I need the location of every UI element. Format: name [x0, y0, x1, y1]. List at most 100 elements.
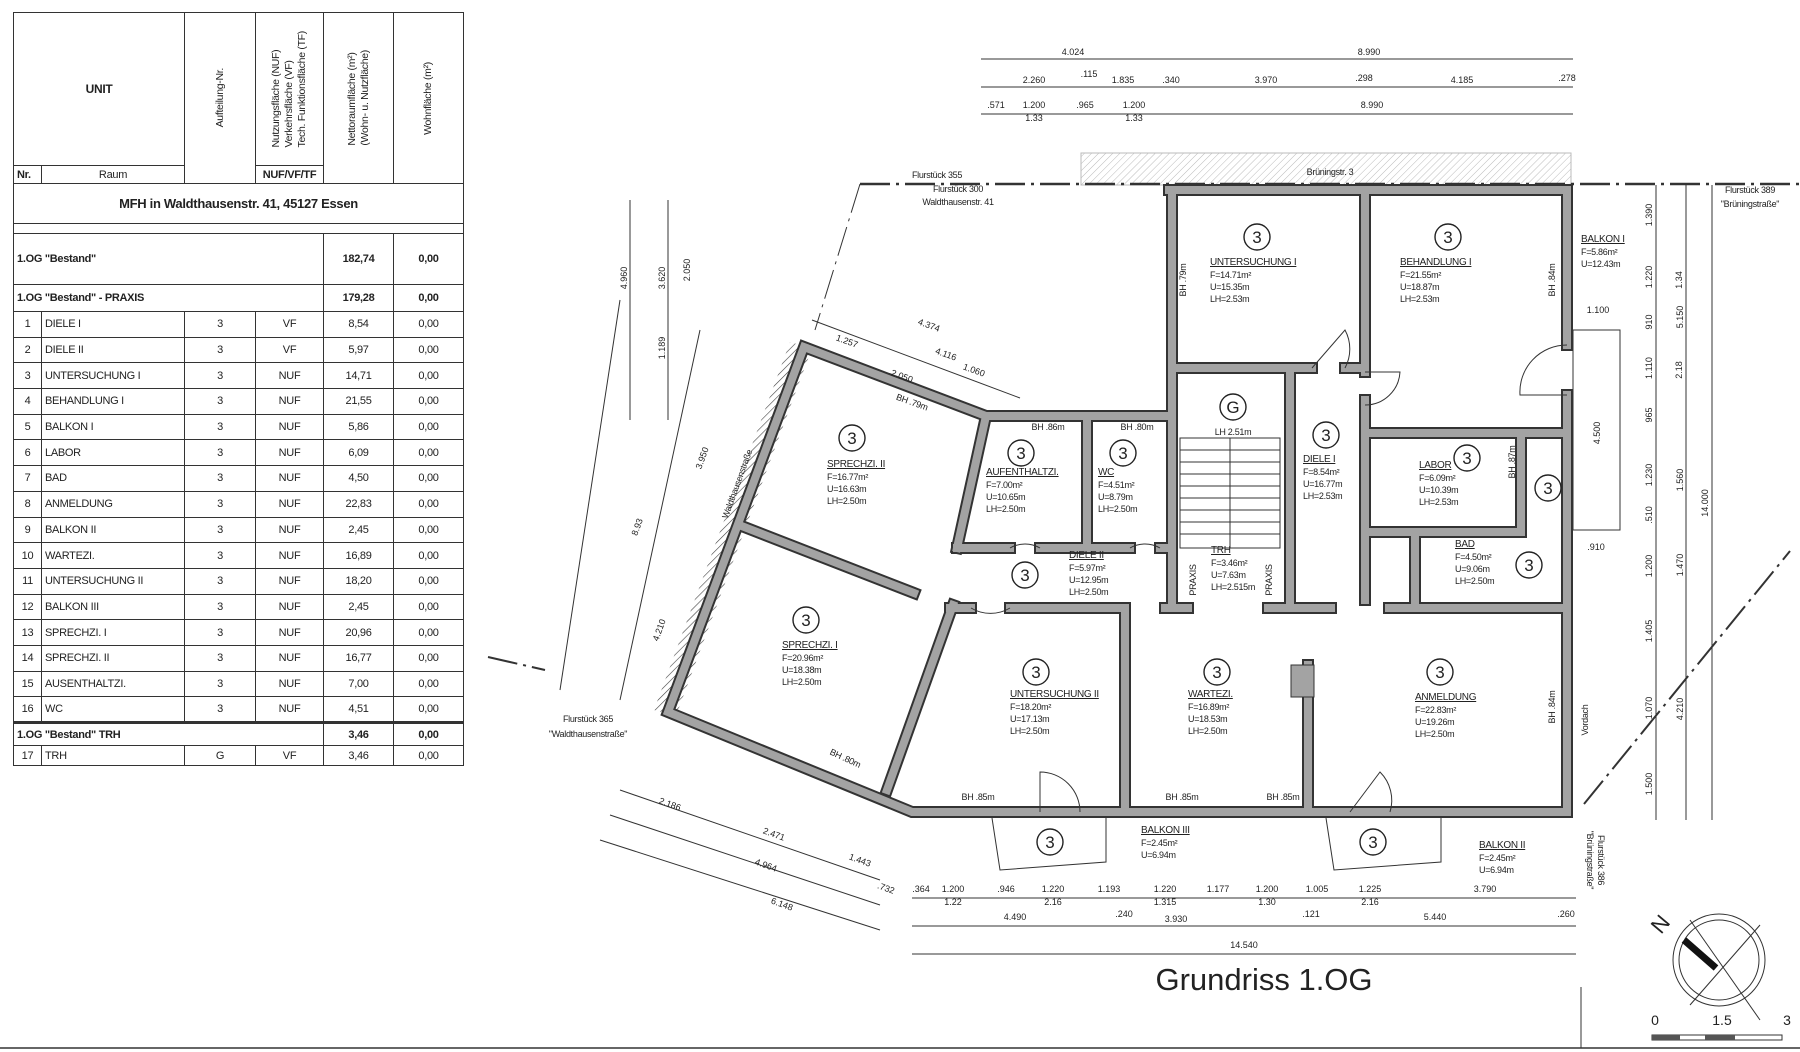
cell-netto: 3,46	[323, 745, 395, 766]
dimension-label: 1.005	[1306, 884, 1329, 894]
room-unit-number: 3	[1435, 663, 1444, 682]
dimension-label: 1.22	[944, 897, 962, 907]
door-untersuchung-2-corridor	[970, 607, 1011, 614]
room-unit-number: 3	[801, 611, 810, 630]
room-clear-height: LH=2.53m	[1210, 294, 1249, 304]
room-perimeter: U=6.94m	[1141, 850, 1176, 860]
room-name: BALKON II	[1479, 840, 1525, 851]
dimension-label: 2.260	[1023, 75, 1046, 85]
chimney	[1290, 664, 1315, 698]
cell-nr: 6	[13, 439, 42, 467]
dimension-label: 4.116	[934, 346, 958, 363]
summary-total-netto: 182,74	[323, 233, 395, 285]
room-unit-number: 3	[1118, 444, 1127, 463]
wall-annotation: BH .84m	[1547, 691, 1557, 724]
dimension-label: 3.620	[657, 267, 667, 290]
cell-typ: NUF	[255, 542, 325, 569]
cell-typ: VF	[255, 311, 325, 338]
room-unit-number: 3	[1321, 426, 1330, 445]
room-unit-number: 3	[1524, 556, 1533, 575]
dimension-label: 4.210	[1675, 698, 1685, 721]
dimension-label: 910	[1644, 314, 1654, 329]
door-balkon-1	[1519, 344, 1568, 396]
cell-netto: 21,55	[323, 388, 395, 415]
unit-circle-icon	[1534, 474, 1562, 502]
room-area: F=4.50m²	[1455, 552, 1492, 562]
north-label: N	[1646, 910, 1675, 938]
room-unit-number: 3	[1462, 449, 1471, 468]
parcel-label: Flurstück 389	[1725, 185, 1775, 195]
room-name: BEHANDLUNG I	[1400, 257, 1471, 268]
unit-circle-icon	[792, 606, 820, 634]
room-clear-height: LH=2.50m	[827, 496, 866, 506]
wall-annotation: BH .79m	[1178, 264, 1188, 297]
wall-annotation: BH .85m	[1267, 792, 1300, 802]
cell-netto: 18,20	[323, 567, 395, 595]
cell-typ: NUF	[255, 516, 325, 544]
room-unit-number: 3	[1443, 228, 1452, 247]
room-area: F=2.45m²	[1479, 853, 1516, 863]
room-unit-number: 3	[1045, 833, 1054, 852]
dimension-label: 1.189	[657, 337, 667, 360]
dimension-label: 1.110	[1644, 357, 1654, 379]
cell-netto: 4,51	[323, 696, 395, 723]
room-perimeter: U=19.26m	[1415, 717, 1454, 727]
dimension-label: .364	[912, 884, 930, 894]
room-area: F=5.97m²	[1069, 563, 1106, 573]
room-clear-height: LH=2.50m	[782, 677, 821, 687]
unit-circle-icon	[1203, 658, 1231, 686]
dimension-label: 2.050	[682, 259, 692, 282]
summary-praxis-row: 1.OG "Bestand" - PRAXIS 179,28 0,00	[12, 284, 465, 312]
dimension-label: 1.100	[1587, 305, 1610, 315]
parcel-label: Waldthausenstr. 41	[922, 197, 994, 207]
room-name: SPRECHZI. I	[782, 640, 838, 651]
wall-annotation: BH .86m	[1032, 422, 1065, 432]
summary-trh-row: 1.OG "Bestand" TRH 3,46 0,00	[12, 722, 465, 746]
wall-annotation: Brüningstr. 3	[1307, 167, 1354, 177]
room-clear-height: LH=2.50m	[986, 504, 1025, 514]
room-name: WARTEZI.	[1188, 689, 1233, 700]
door-swings	[970, 329, 1568, 813]
door-behandlung-1	[1364, 371, 1401, 406]
staircase	[1179, 437, 1281, 549]
cell-typ: NUF	[255, 439, 325, 467]
room-perimeter: U=12.43m	[1581, 259, 1620, 269]
room-name: WC	[1098, 467, 1114, 478]
cell-raum: DIELE II	[40, 336, 186, 364]
cell-netto: 5,86	[323, 413, 395, 441]
cell-netto: 20,96	[323, 619, 395, 646]
cell-auft: 3	[184, 619, 257, 646]
dimension-label: 14.540	[1230, 940, 1258, 950]
header-wohn: Wohnfläche (m²)	[393, 12, 465, 184]
room-name: DIELE I	[1303, 454, 1335, 465]
wall-annotation: BH .84m	[1547, 264, 1557, 297]
unit-circle-icon	[1243, 223, 1271, 251]
dimension-label: 4.024	[1062, 47, 1085, 57]
unit-circle-icon	[1453, 444, 1481, 472]
cell-raum: SPRECHZI. II	[40, 644, 186, 672]
room-area: F=18.20m²	[1010, 702, 1051, 712]
room-clear-height: LH=2.50m	[1188, 726, 1227, 736]
dimension-label: 1.33	[1125, 113, 1143, 123]
room-area: F=20.96m²	[782, 653, 823, 663]
cell-auft: 3	[184, 362, 257, 390]
dimension-label: 14.000	[1700, 489, 1710, 517]
wall-annotation: PRAXIS	[1188, 564, 1198, 596]
dimension-label: .121	[1302, 909, 1320, 919]
room-perimeter: U=7.63m	[1211, 570, 1246, 580]
unit-circle-icon	[1515, 551, 1543, 579]
cell-raum: ANMELDUNG	[40, 490, 186, 518]
door-anmeldung	[1349, 771, 1393, 813]
room-perimeter: U=6.94m	[1479, 865, 1514, 875]
dimension-label: .910	[1587, 542, 1605, 552]
cell-typ: NUF	[255, 696, 325, 723]
room-clear-height: LH=2.50m	[1415, 729, 1454, 739]
unit-circle-icon	[1036, 828, 1064, 856]
